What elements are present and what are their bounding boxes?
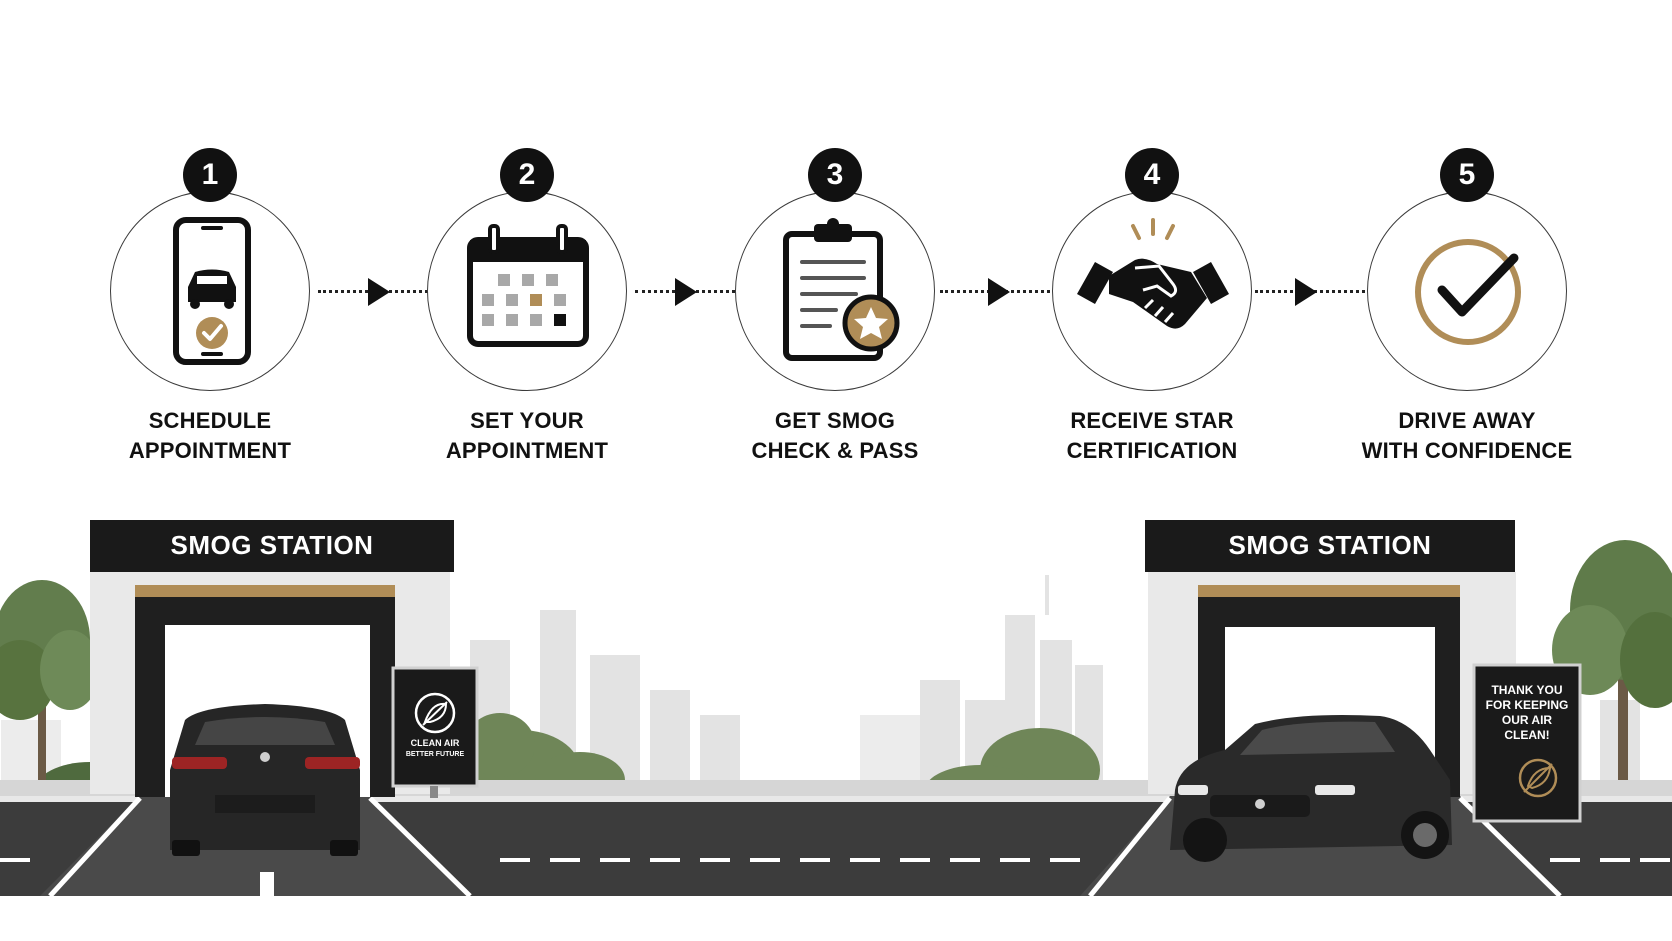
step-label-line2: APPOINTMENT xyxy=(445,438,609,463)
handshake-icon xyxy=(1077,218,1229,329)
arrow-right-icon xyxy=(1295,278,1317,306)
right-sign-text: THANK YOU FOR KEEPING OUR AIR CLEAN! xyxy=(1476,683,1578,743)
step-label-line2: WITH CONFIDENCE xyxy=(1361,438,1573,463)
check-circle-icon xyxy=(1415,239,1521,345)
left-car xyxy=(170,704,360,856)
step-3: 3 GET SMOG CHECK & PASS xyxy=(705,148,965,478)
step-1: 1 SCHEDULE APPOINTMENT xyxy=(80,148,340,478)
step-2: 2 SET YOUR APPOINTMENT xyxy=(397,148,657,478)
arrow-right-icon xyxy=(988,278,1010,306)
step-5: 5 DRIVE AWAY WITH CONFIDENCE xyxy=(1337,148,1597,478)
right-station-title: SMOG STATION xyxy=(1228,530,1432,560)
step-icon-circle xyxy=(1367,191,1567,391)
step-icon-circle xyxy=(1052,191,1252,391)
right-car xyxy=(1170,715,1452,862)
step-number-badge: 4 xyxy=(1125,148,1179,202)
step-label-line1: DRIVE AWAY xyxy=(1398,408,1536,433)
clipboard-star-icon xyxy=(783,218,900,361)
step-icon-circle xyxy=(427,191,627,391)
left-sign-text: CLEAN AIR BETTER FUTURE xyxy=(395,738,475,760)
arrow-right-icon xyxy=(368,278,390,306)
lane-markings xyxy=(0,858,1670,862)
step-number-badge: 1 xyxy=(183,148,237,202)
connector-1-2 xyxy=(318,276,428,306)
left-sign-line2: BETTER FUTURE xyxy=(405,751,465,758)
step-label: RECEIVE STAR CERTIFICATION xyxy=(1022,406,1282,466)
connector-2-3 xyxy=(635,276,735,306)
step-icon-circle xyxy=(110,191,310,391)
left-tree xyxy=(0,580,100,790)
step-label: DRIVE AWAY WITH CONFIDENCE xyxy=(1337,406,1597,466)
right-tree xyxy=(1552,540,1672,790)
step-label: GET SMOG CHECK & PASS xyxy=(705,406,965,466)
right-sign-line1: THANK YOU xyxy=(1491,683,1563,697)
calendar-icon xyxy=(467,224,589,347)
step-label-line2: CHECK & PASS xyxy=(751,438,919,463)
smartphone-car-icon xyxy=(173,217,251,365)
step-label-line1: SET YOUR xyxy=(470,408,584,433)
step-label-line1: SCHEDULE xyxy=(148,408,272,433)
step-label: SET YOUR APPOINTMENT xyxy=(397,406,657,466)
step-label-line2: APPOINTMENT xyxy=(128,438,292,463)
step-label-line2: CERTIFICATION xyxy=(1066,438,1238,463)
step-label: SCHEDULE APPOINTMENT xyxy=(80,406,340,466)
right-sign-line4: CLEAN! xyxy=(1504,728,1550,742)
step-number-badge: 2 xyxy=(500,148,554,202)
step-4: 4 RECEIVE STAR CERTIF xyxy=(1022,148,1282,478)
left-station-title: SMOG STATION xyxy=(170,530,374,560)
left-sign-line1: CLEAN AIR xyxy=(410,738,460,748)
step-label-line1: GET SMOG xyxy=(774,408,896,433)
connector-3-4 xyxy=(940,276,1050,306)
arrow-right-icon xyxy=(675,278,697,306)
step-number-badge: 3 xyxy=(808,148,862,202)
connector-4-5 xyxy=(1255,276,1365,306)
right-sign-line2: FOR KEEPING xyxy=(1485,698,1569,712)
step-label-line1: RECEIVE STAR xyxy=(1070,408,1234,433)
step-icon-circle xyxy=(735,191,935,391)
step-number-badge: 5 xyxy=(1440,148,1494,202)
right-sign-line3: OUR AIR xyxy=(1501,713,1553,727)
